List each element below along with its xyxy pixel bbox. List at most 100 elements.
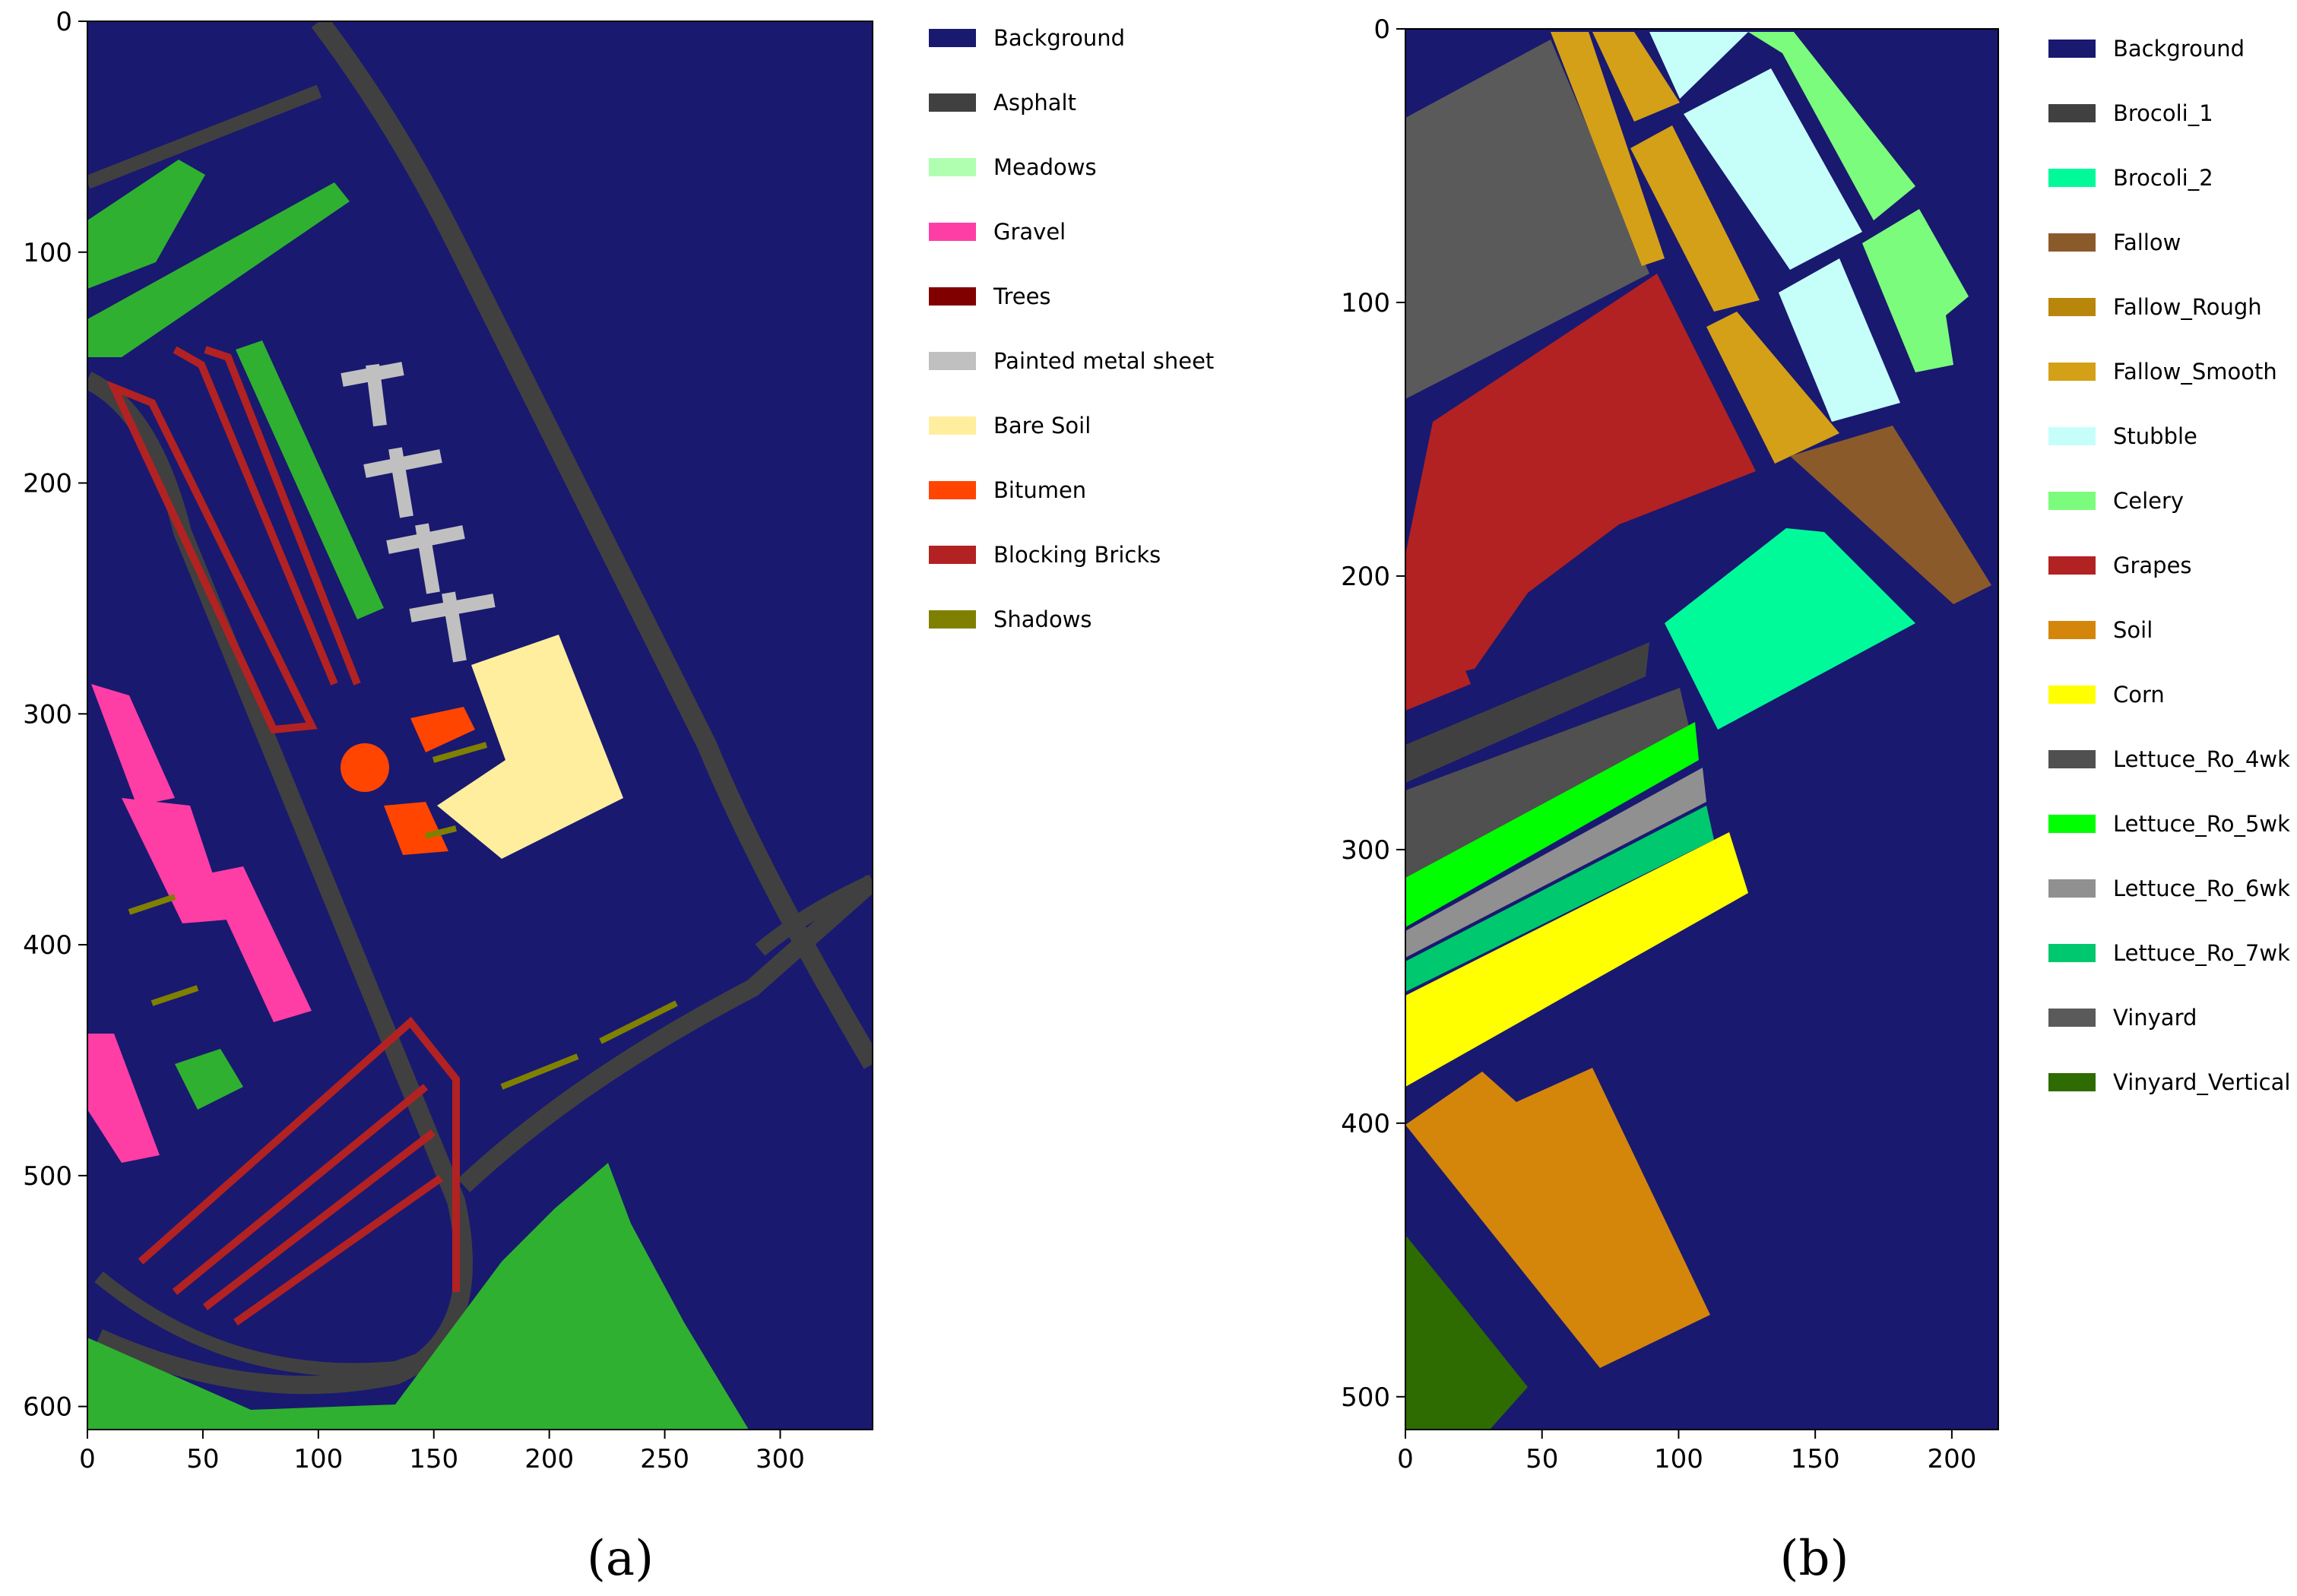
region-asphalt-bottom-road xyxy=(94,1271,534,1377)
legend-swatch xyxy=(929,158,976,176)
legend-swatch xyxy=(929,287,976,306)
y-tick-label: 100 xyxy=(23,238,72,268)
region-soil xyxy=(1405,1068,1710,1368)
legend-swatch xyxy=(929,416,976,435)
region-gravel-3 xyxy=(205,866,312,1022)
legend-swatch xyxy=(2048,492,2096,510)
y-tick-label: 500 xyxy=(1341,1382,1390,1413)
x-tick-label: 250 xyxy=(640,1444,689,1474)
legend-swatch xyxy=(929,481,976,499)
legend-swatch xyxy=(2048,621,2096,639)
region-meadows-patch-1 xyxy=(175,1049,243,1110)
region-asphalt-right-road xyxy=(755,874,873,956)
region-gravel-2 xyxy=(122,798,228,923)
legend-swatch xyxy=(2048,944,2096,962)
region-grapes-edge xyxy=(1405,555,1471,711)
y-tick-label: 300 xyxy=(23,699,72,730)
region-vinyard-vertical xyxy=(1405,1235,1528,1430)
region-stubble-3 xyxy=(1779,258,1900,422)
region-celery-2 xyxy=(1862,209,1969,372)
region-lettuce-7wk xyxy=(1405,768,1706,958)
legend-label: Bare Soil xyxy=(993,413,1091,439)
region-bitumen-circle xyxy=(341,743,389,792)
legend-label: Lettuce_Ro_5wk xyxy=(2113,811,2290,837)
region-shadows xyxy=(128,742,678,1090)
y-tick-label: 300 xyxy=(1341,835,1390,866)
region-fallow-smooth-3 xyxy=(1706,312,1839,464)
region-fallow xyxy=(1790,426,1991,604)
y-tick-label: 200 xyxy=(23,469,72,499)
x-tick-label: 200 xyxy=(1927,1444,1976,1474)
region-fallow-smooth-2 xyxy=(1630,125,1760,312)
legend-label: Bitumen xyxy=(993,477,1086,503)
legend-label: Vinyard xyxy=(2113,1005,2197,1031)
panel-b-caption: (b) xyxy=(1780,1531,1849,1587)
x-tick-label: 100 xyxy=(1654,1444,1703,1474)
panel-a-background xyxy=(87,21,873,1430)
x-tick-label: 200 xyxy=(524,1444,574,1474)
panel-a-classmap xyxy=(87,21,873,1430)
legend-label: Gravel xyxy=(993,219,1066,245)
legend-swatch xyxy=(929,352,976,370)
legend-label: Background xyxy=(993,25,1125,51)
legend-swatch xyxy=(929,610,976,629)
region-bitumen-1 xyxy=(410,707,475,752)
legend-label: Soil xyxy=(2113,617,2153,643)
legend-swatch xyxy=(2048,686,2096,704)
x-tick-label: 100 xyxy=(293,1444,343,1474)
legend-label: Brocoli_1 xyxy=(2113,100,2213,126)
region-lettuce-6wk xyxy=(1405,722,1699,927)
region-blocking-bricks xyxy=(106,346,460,1326)
legend-label: Stubble xyxy=(2113,423,2197,449)
x-tick-label: 50 xyxy=(1526,1444,1558,1474)
region-painted-metal xyxy=(341,362,496,663)
legend-label: Painted metal sheet xyxy=(993,348,1214,374)
region-asphalt-top-road xyxy=(87,84,322,189)
legend-swatch xyxy=(2048,1009,2096,1027)
legend-swatch xyxy=(2048,40,2096,58)
legend-label: Brocoli_2 xyxy=(2113,165,2213,191)
panel-a-legend: BackgroundAsphaltMeadowsGravelTreesPaint… xyxy=(929,25,1214,632)
panel-a-caption: (a) xyxy=(587,1531,654,1587)
x-tick-label: 150 xyxy=(409,1444,458,1474)
region-corn xyxy=(1405,832,1748,1087)
legend-label: Meadows xyxy=(993,154,1097,180)
panel-b-legend: BackgroundBrocoli_1Brocoli_2FallowFallow… xyxy=(2048,36,2290,1095)
region-lettuce-4wk xyxy=(1405,642,1649,783)
legend-swatch xyxy=(2048,427,2096,445)
legend-label: Lettuce_Ro_7wk xyxy=(2113,940,2290,966)
legend-label: Lettuce_Ro_4wk xyxy=(2113,746,2290,772)
region-meadows-topleft-2 xyxy=(87,182,350,357)
legend-label: Fallow_Rough xyxy=(2113,294,2262,320)
y-tick-label: 400 xyxy=(23,930,72,961)
legend-label: Grapes xyxy=(2113,553,2192,578)
legend-swatch xyxy=(929,93,976,112)
region-lettuce-5wk xyxy=(1405,688,1695,882)
legend-swatch xyxy=(2048,233,2096,252)
y-tick-label: 0 xyxy=(1373,14,1390,45)
x-tick-label: 150 xyxy=(1791,1444,1840,1474)
legend-label: Asphalt xyxy=(993,90,1076,116)
region-fallow-smooth-1 xyxy=(1592,32,1680,122)
legend-label: Fallow_Smooth xyxy=(2113,359,2277,385)
legend-swatch xyxy=(2048,104,2096,122)
panel-b-frame xyxy=(1405,28,1999,1430)
region-stubble-1 xyxy=(1649,32,1748,99)
legend-swatch xyxy=(2048,169,2096,187)
legend-swatch xyxy=(2048,879,2096,898)
legend-label: Vinyard_Vertical xyxy=(2113,1069,2290,1095)
x-tick-label: 300 xyxy=(756,1444,805,1474)
region-grapes xyxy=(1405,274,1756,684)
x-tick-label: 0 xyxy=(79,1444,96,1474)
region-gravel-4 xyxy=(87,1034,160,1163)
x-tick-label: 50 xyxy=(186,1444,219,1474)
legend-label: Shadows xyxy=(993,606,1092,632)
region-bitumen-2 xyxy=(384,802,448,855)
legend-label: Blocking Bricks xyxy=(993,542,1161,568)
region-stubble-2 xyxy=(1684,68,1862,270)
